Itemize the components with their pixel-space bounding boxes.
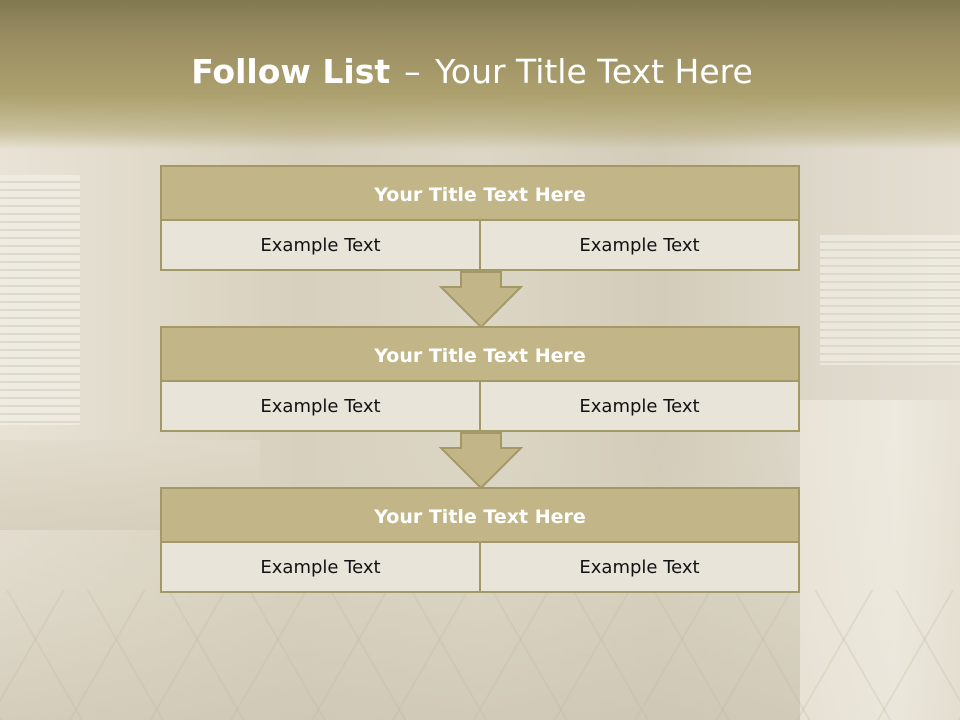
background-window-left — [0, 175, 80, 425]
block-row: Example Text Example Text — [160, 382, 800, 432]
slide-title: Follow List– Your Title Text Here — [0, 52, 944, 91]
list-block-2: Your Title Text Here Example Text Exampl… — [160, 326, 800, 432]
list-block-1: Your Title Text Here Example Text Exampl… — [160, 165, 800, 271]
slide-title-bold: Follow List — [191, 52, 391, 91]
block-title: Your Title Text Here — [160, 487, 800, 543]
block-cell-right: Example Text — [479, 221, 798, 269]
background-cabinet — [800, 400, 960, 720]
block-cell-right: Example Text — [479, 382, 798, 430]
slide-title-rest: Your Title Text Here — [435, 52, 753, 91]
background-floor — [0, 590, 960, 720]
block-row: Example Text Example Text — [160, 543, 800, 593]
block-title: Your Title Text Here — [160, 165, 800, 221]
list-block-3: Your Title Text Here Example Text Exampl… — [160, 487, 800, 593]
down-arrow-icon — [439, 271, 523, 329]
down-arrow-icon — [439, 432, 523, 490]
block-cell-left: Example Text — [162, 382, 479, 430]
block-title: Your Title Text Here — [160, 326, 800, 382]
header-band — [0, 0, 960, 150]
block-row: Example Text Example Text — [160, 221, 800, 271]
block-cell-left: Example Text — [162, 221, 479, 269]
block-cell-left: Example Text — [162, 543, 479, 591]
background-window-right — [820, 235, 960, 365]
block-cell-right: Example Text — [479, 543, 798, 591]
slide-title-separator: – — [404, 52, 421, 91]
